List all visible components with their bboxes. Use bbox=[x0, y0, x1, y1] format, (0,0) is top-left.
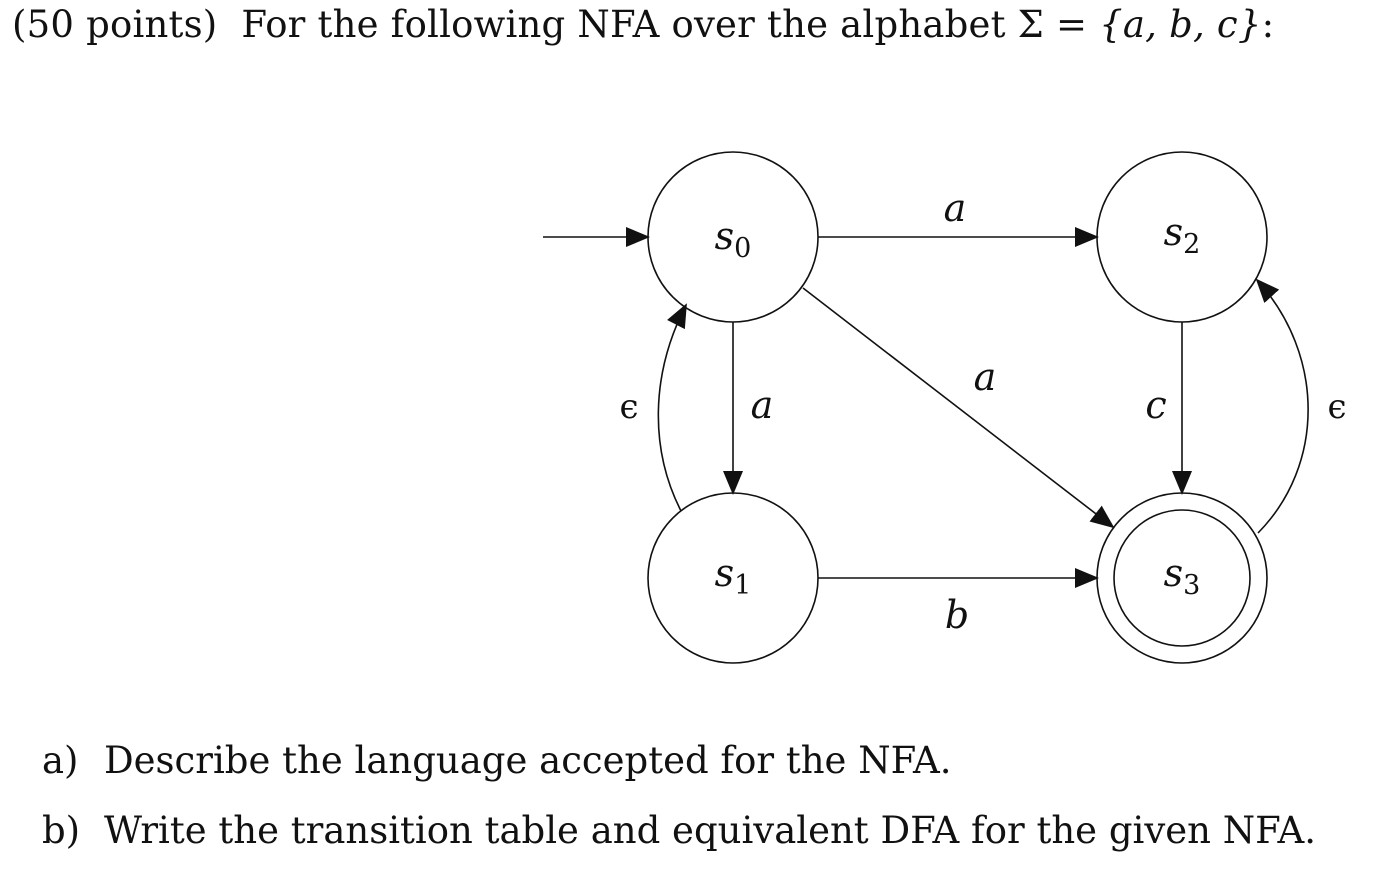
question-header: (50 points) For the following NFA over t… bbox=[12, 2, 1274, 48]
state-s2-label: s2 bbox=[1164, 210, 1201, 260]
state-s3-label: s3 bbox=[1164, 551, 1201, 601]
sigma-symbol: Σ bbox=[1017, 3, 1045, 46]
equals-symbol: = bbox=[1056, 3, 1088, 46]
part-a: a) Describe the language accepted for the… bbox=[42, 726, 1316, 796]
edge-s0-s3-label: a bbox=[974, 355, 997, 399]
state-s1-label: s1 bbox=[715, 551, 752, 601]
state-s3: s3 bbox=[1096, 492, 1268, 664]
part-a-marker: a) bbox=[42, 739, 79, 782]
edge-s0-s3 bbox=[802, 287, 1115, 529]
alphabet-set: {a, b, c} bbox=[1099, 3, 1262, 46]
edge-s0-s1-label: a bbox=[751, 383, 774, 427]
question-lead: For the following NFA over the alphabet bbox=[241, 3, 1006, 46]
edge-s1-s0 bbox=[657, 303, 687, 512]
part-b: b) Write the transition table and equival… bbox=[42, 796, 1316, 866]
state-s3-inner-circle bbox=[1113, 509, 1251, 647]
question-parts: a) Describe the language accepted for the… bbox=[42, 726, 1316, 866]
part-b-text: Write the transition table and equivalen… bbox=[104, 809, 1317, 852]
edge-s0-s2-label: a bbox=[944, 186, 967, 230]
state-s2: s2 bbox=[1096, 151, 1268, 323]
state-s0: s0 bbox=[647, 151, 819, 323]
edge-s1-s3-label: b bbox=[945, 593, 969, 637]
part-a-text: Describe the language accepted for the N… bbox=[104, 739, 952, 782]
edge-s1-s0-label: ϵ bbox=[619, 387, 638, 427]
edge-s3-s2-label: ϵ bbox=[1327, 387, 1346, 427]
header-colon: : bbox=[1261, 3, 1275, 46]
state-s1: s1 bbox=[647, 492, 819, 664]
points-label: (50 points) bbox=[12, 3, 218, 46]
edge-s3-s2 bbox=[1255, 278, 1309, 534]
state-s0-label: s0 bbox=[715, 214, 752, 264]
part-b-marker: b) bbox=[42, 809, 81, 852]
edge-s2-s3-label: c bbox=[1145, 383, 1166, 427]
